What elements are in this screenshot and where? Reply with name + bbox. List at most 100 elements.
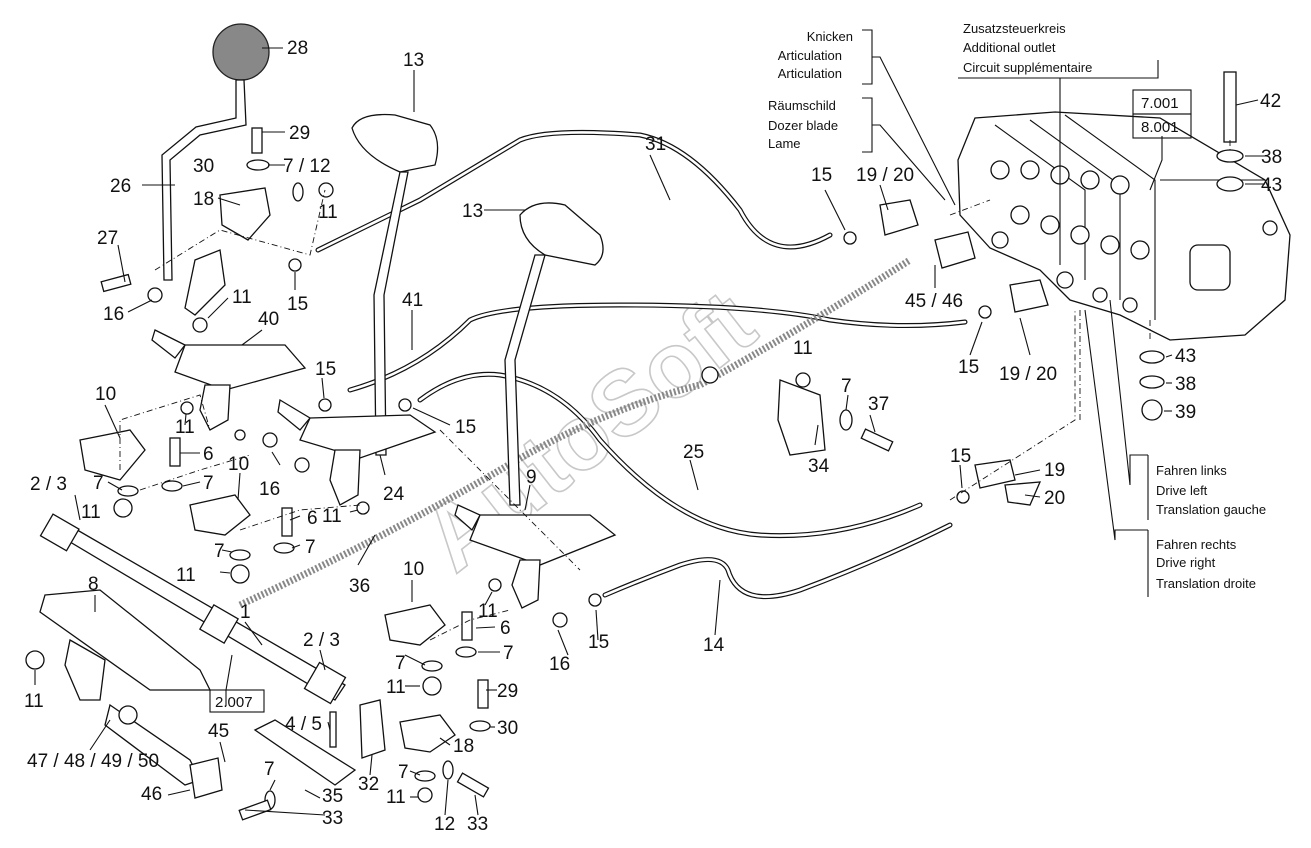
callout-16: 16: [549, 654, 570, 675]
note-dozer-fr: Lame: [768, 136, 801, 151]
callout-11: 11: [386, 787, 406, 808]
callout-11: 11: [176, 565, 196, 586]
callout-15: 15: [588, 632, 609, 653]
callout-45: 45: [208, 721, 229, 742]
callout-7: 7: [395, 653, 406, 674]
callout-26: 26: [110, 176, 131, 197]
callout-19: 19: [1044, 460, 1065, 481]
callout-31: 31: [645, 134, 666, 155]
callout-15: 15: [811, 165, 832, 186]
callout-7: 7: [203, 473, 214, 494]
callout-8: 8: [88, 574, 99, 595]
callout-25: 25: [683, 442, 704, 463]
callout-33: 33: [467, 814, 488, 835]
callout-11: 11: [232, 287, 252, 308]
translation-notes: Knicken Articulation Articulation Räumsc…: [768, 21, 1266, 591]
callout-28: 28: [287, 38, 308, 59]
note-drive-right-fr: Translation droite: [1156, 576, 1256, 591]
callout-7: 7: [305, 537, 316, 558]
callout-30: 30: [193, 156, 214, 177]
note-drive-left-en: Drive left: [1156, 483, 1208, 498]
callout-35: 35: [322, 786, 343, 807]
callout-2-3: 2 / 3: [30, 474, 67, 495]
callout-6: 6: [500, 618, 511, 639]
callout-19-20: 19 / 20: [856, 165, 914, 186]
ref-8001: 8.001: [1141, 119, 1179, 136]
callout-41: 41: [402, 290, 423, 311]
callout-7: 7: [264, 759, 275, 780]
note-drive-right-en: Drive right: [1156, 555, 1216, 570]
callout-7: 7: [398, 762, 409, 783]
callout-7: 7: [93, 473, 104, 494]
callout-19-20: 19 / 20: [999, 364, 1057, 385]
callout-14: 14: [703, 635, 725, 656]
callout-36: 36: [349, 576, 370, 597]
note-articulation-en: Articulation: [778, 48, 842, 63]
note-outlet-fr: Circuit supplémentaire: [963, 60, 1092, 75]
note-articulation-de: Knicken: [807, 29, 853, 44]
note-drive-left-de: Fahren links: [1156, 463, 1227, 478]
control-valve-block: [957, 111, 1291, 341]
note-articulation-fr: Articulation: [778, 66, 842, 81]
callout-43: 43: [1261, 175, 1282, 196]
callout-10: 10: [228, 454, 249, 475]
pedal-24: [277, 398, 437, 506]
callout-27: 27: [97, 228, 118, 249]
cables: [238, 129, 968, 609]
callout-13: 13: [462, 201, 483, 222]
callout-42: 42: [1260, 91, 1281, 112]
note-brackets: [862, 29, 1159, 597]
callout-33: 33: [322, 808, 343, 829]
lever-13-mid: [504, 202, 604, 506]
callout-47-48-49-50: 47 / 48 / 49 / 50: [27, 751, 159, 772]
callout-11: 11: [478, 601, 498, 622]
note-outlet-en: Additional outlet: [963, 40, 1056, 55]
callout-11: 11: [322, 506, 342, 527]
callout-15: 15: [950, 446, 971, 467]
note-dozer-de: Räumschild: [768, 98, 836, 113]
callout-11: 11: [175, 417, 195, 438]
callout-29: 29: [497, 681, 518, 702]
callout-10: 10: [403, 559, 424, 580]
callout-18: 18: [193, 189, 214, 210]
assembly-lines: [119, 140, 1231, 641]
callout-34: 34: [808, 456, 830, 477]
callout-11: 11: [24, 691, 44, 712]
callout-38: 38: [1261, 147, 1282, 168]
callout-10: 10: [95, 384, 116, 405]
callout-38: 38: [1175, 374, 1196, 395]
callout-46: 46: [141, 784, 162, 805]
callout-32: 32: [358, 774, 379, 795]
callout-29: 29: [289, 123, 310, 144]
pedal-9: [454, 504, 617, 609]
reference-labels: 7.001 8.001 2.007: [215, 95, 1179, 711]
callout-2-3: 2 / 3: [303, 630, 340, 651]
callout-18: 18: [453, 736, 474, 757]
callout-1: 1: [240, 602, 251, 623]
callout-11: 11: [386, 677, 406, 698]
note-drive-left-fr: Translation gauche: [1156, 502, 1266, 517]
callout-15: 15: [958, 357, 979, 378]
callout-12: 12: [434, 814, 455, 835]
lever-13-top: [351, 113, 439, 456]
callout-6: 6: [203, 444, 214, 465]
callout-40: 40: [258, 309, 279, 330]
callout-15: 15: [455, 417, 476, 438]
callout-39: 39: [1175, 402, 1196, 423]
ref-7001: 7.001: [1141, 95, 1179, 112]
ref-2007: 2.007: [215, 694, 253, 711]
callout-20: 20: [1044, 488, 1065, 509]
callout-labels: 28 13 13 29 30 7 / 12 11 26 18 27 16 11 …: [24, 38, 1282, 835]
callout-11: 11: [81, 502, 101, 523]
callout-15: 15: [315, 359, 336, 380]
note-outlet-de: Zusatzsteuerkreis: [963, 21, 1066, 36]
callout-13: 13: [403, 50, 424, 71]
leader-lines: [34, 47, 1265, 816]
reference-boxes: [209, 89, 1192, 713]
callout-43: 43: [1175, 346, 1196, 367]
knob-28: [212, 23, 270, 81]
callout-11: 11: [318, 202, 338, 223]
callout-9: 9: [526, 467, 537, 488]
cable-36: [238, 257, 912, 609]
